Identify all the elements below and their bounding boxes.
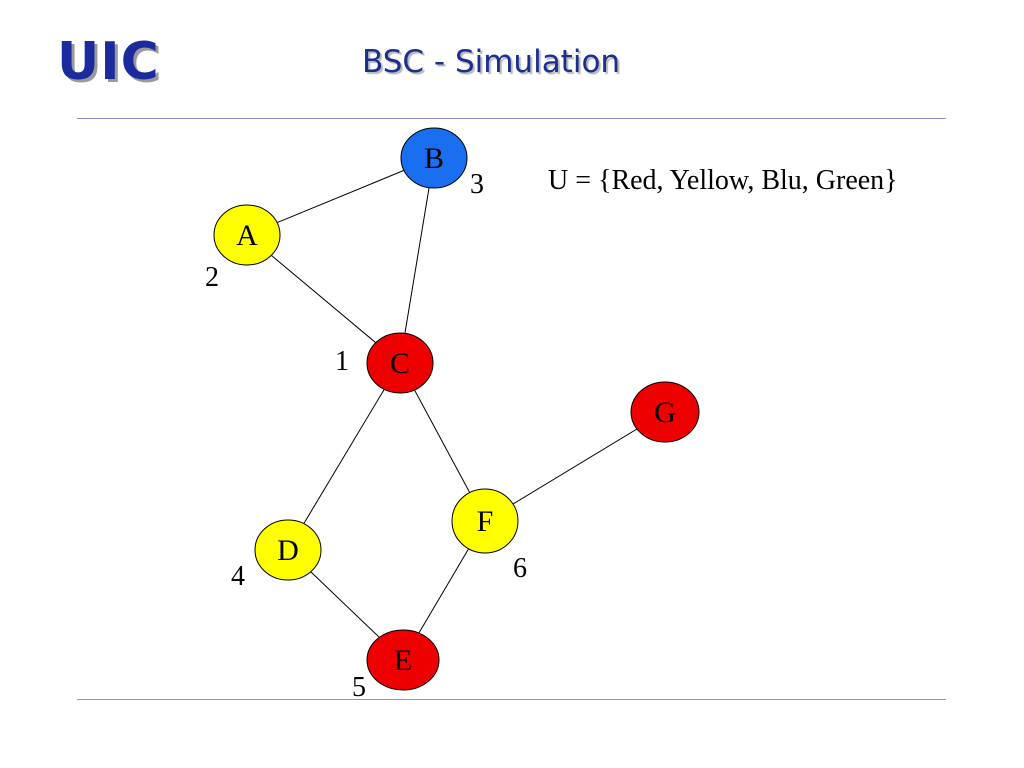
node-g: G (630, 381, 700, 443)
edge-b-c (399, 157, 435, 364)
edge-a-c (246, 234, 401, 364)
graph-nodes: A B C D E F G (213, 127, 700, 691)
node-circle-f (451, 488, 519, 554)
order-label-c: 1 (335, 346, 349, 377)
node-label-e: E (394, 644, 412, 677)
node-b: B (400, 127, 468, 189)
node-label-d: D (277, 534, 299, 567)
edge-c-d (287, 362, 401, 551)
node-label-g: G (654, 396, 676, 429)
node-circle-a (213, 204, 281, 266)
edge-a-b (246, 157, 435, 236)
node-d: D (254, 519, 322, 581)
graph-edges (246, 157, 666, 661)
node-label-f: F (477, 505, 494, 538)
order-label-e: 5 (352, 672, 366, 703)
node-c: C (366, 332, 434, 394)
order-label-d: 4 (231, 561, 245, 592)
node-a: A (213, 204, 281, 266)
order-label-b: 3 (470, 169, 484, 200)
edge-f-g (484, 411, 666, 522)
color-set-definition: U = {Red, Yellow, Blu, Green} (548, 165, 898, 196)
bottom-divider (77, 699, 946, 700)
node-circle-e (366, 629, 440, 691)
node-label-a: A (236, 219, 258, 252)
order-label-a: 2 (205, 262, 219, 293)
slide-title: BSC - Simulation (362, 44, 621, 80)
node-label-c: C (390, 347, 410, 380)
node-circle-d (254, 519, 322, 581)
node-e: E (366, 629, 440, 691)
node-circle-b (400, 127, 468, 189)
graph-order-labels: 2 3 1 4 5 6 (205, 169, 527, 703)
node-circle-g (630, 381, 700, 443)
order-label-f: 6 (513, 553, 527, 584)
node-circle-c (366, 332, 434, 394)
top-divider (77, 118, 946, 119)
node-label-b: B (424, 142, 444, 175)
node-f: F (451, 488, 519, 554)
uic-logo: UIC (57, 32, 160, 92)
